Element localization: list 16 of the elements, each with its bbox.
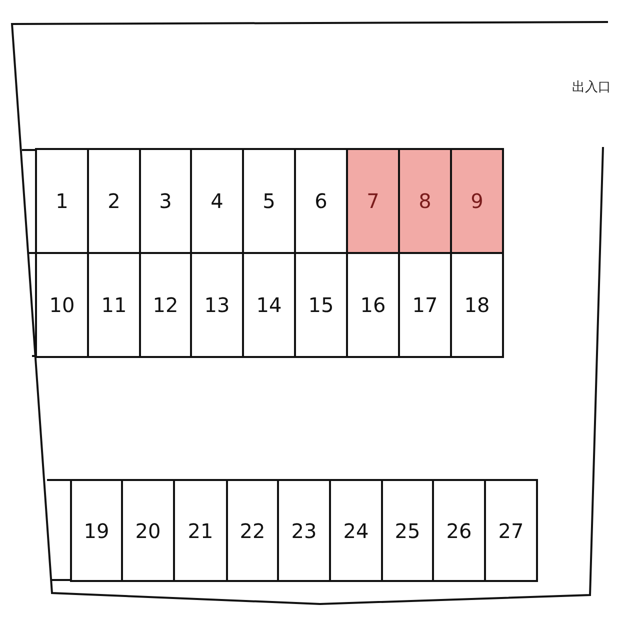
- parking-space: 23: [277, 479, 331, 582]
- parking-space: 21: [173, 479, 228, 582]
- parking-space: 18: [450, 252, 504, 358]
- parking-space: 10: [35, 252, 89, 358]
- parking-space: 19: [70, 479, 123, 582]
- parking-space: 25: [381, 479, 434, 582]
- parking-space: 24: [329, 479, 383, 582]
- entrance-label: 出入口: [572, 79, 611, 96]
- parking-space: 27: [484, 479, 538, 582]
- parking-space: 7: [346, 148, 400, 254]
- parking-space: 22: [226, 479, 279, 582]
- parking-space: 9: [450, 148, 504, 254]
- parking-space: 1: [35, 148, 89, 254]
- parking-space: 20: [121, 479, 175, 582]
- parking-space: 26: [432, 479, 486, 582]
- parking-space: 8: [398, 148, 452, 254]
